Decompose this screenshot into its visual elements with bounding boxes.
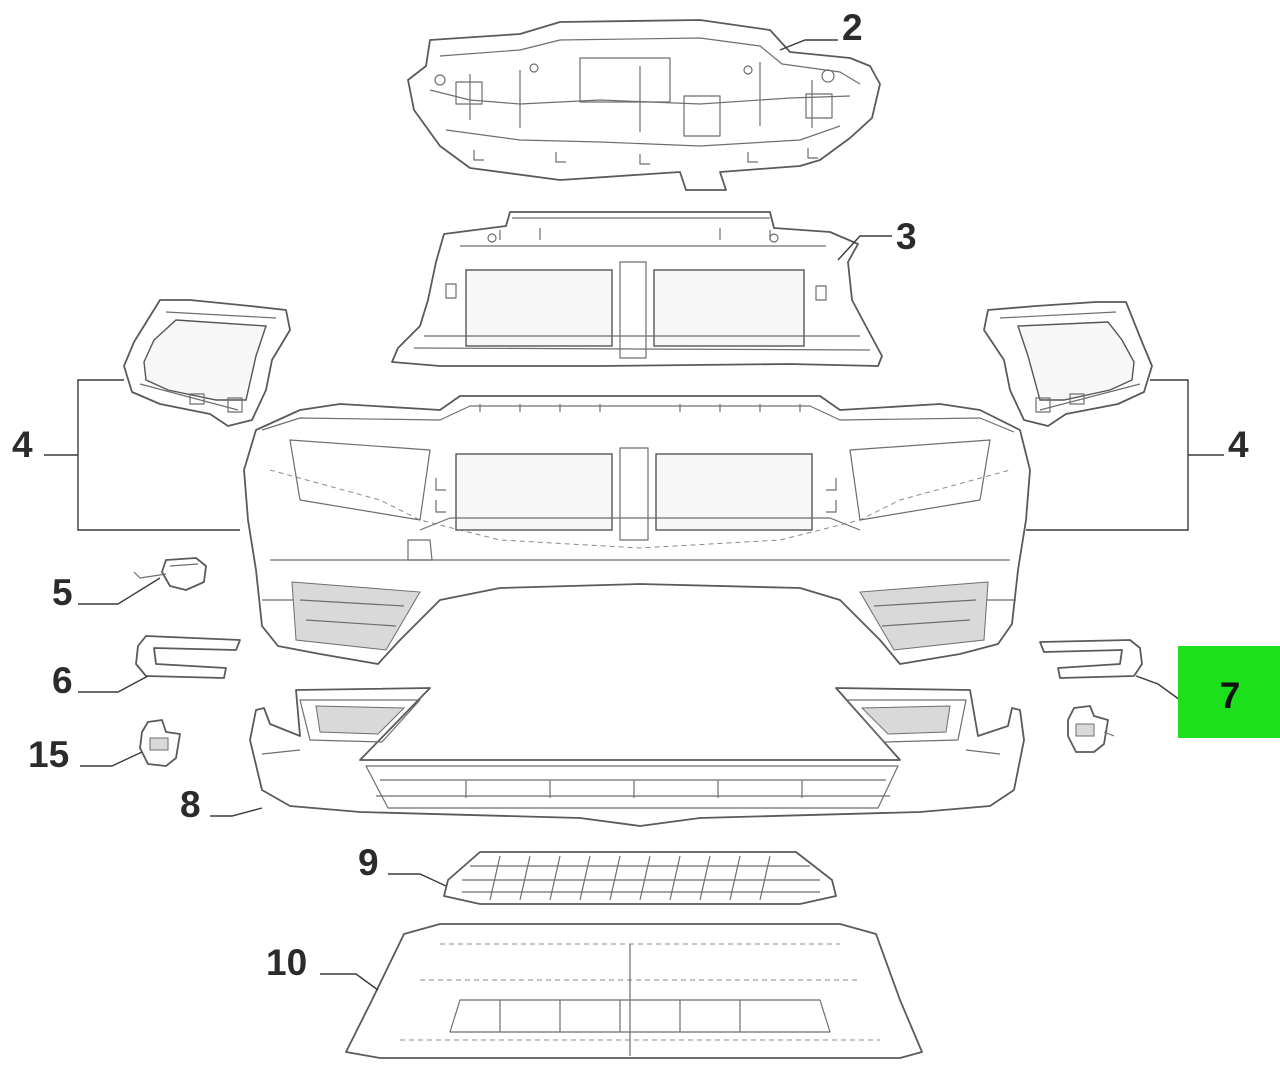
callout-7: 7 [1220,675,1241,716]
part-6-left-trim-strip[interactable] [135,635,241,679]
part-right-bracket[interactable] [1067,705,1115,753]
part-5-tow-hook-cap[interactable] [133,557,207,591]
part-3-upper-grille-frame[interactable] [391,211,883,367]
callout-9: 9 [358,842,379,883]
callout-15: 15 [28,734,69,775]
front-bumper-shell[interactable] [243,395,1031,665]
callout-7-highlight-box [1178,646,1280,738]
callout-4-right: 4 [1228,424,1249,465]
callout-10: 10 [266,942,307,983]
callout-6: 6 [52,660,73,701]
part-9-lower-grille[interactable] [443,851,837,905]
part-10-skid-plate[interactable] [345,923,923,1059]
callout-8: 8 [180,784,201,825]
callout-4-left: 4 [12,424,33,465]
part-4-right-bracket[interactable] [983,301,1153,427]
part-4-left-bracket[interactable] [123,299,291,427]
part-15-left-bracket[interactable] [139,719,181,767]
part-2-upper-crossmember[interactable] [407,19,881,191]
callout-3: 3 [896,216,917,257]
part-7-right-trim-strip[interactable] [1039,639,1143,679]
callout-5: 5 [52,572,73,613]
part-8-lower-bumper[interactable] [249,687,1025,827]
callout-2: 2 [842,7,863,48]
